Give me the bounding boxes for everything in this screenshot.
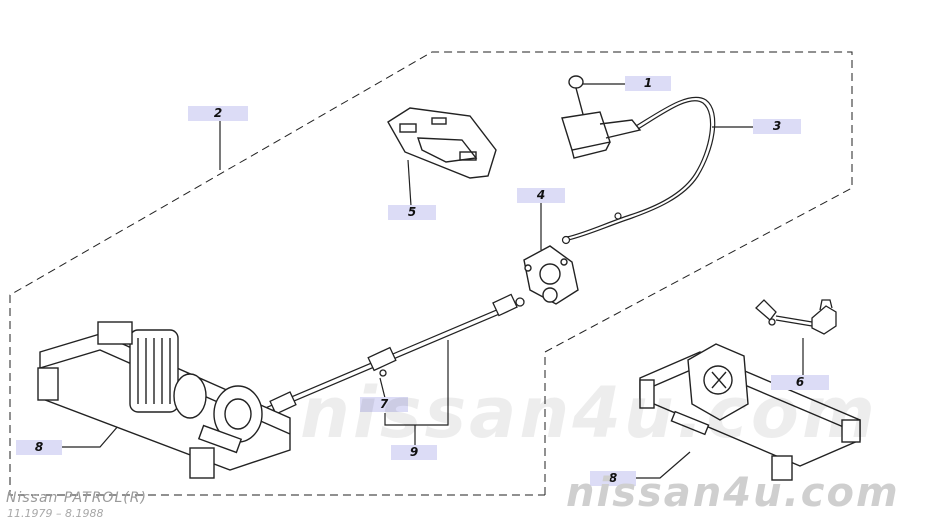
leader-lines: [62, 83, 804, 479]
switch-bracket: [755, 299, 837, 335]
callout-6: 6: [771, 375, 829, 390]
model-name: Nissan PATROL(R): [6, 490, 147, 506]
watermark-brand: nissan4u.com: [566, 470, 900, 516]
model-years: 11.1979 – 8.1988: [7, 507, 104, 520]
watermark-center: nissan4u.com: [300, 372, 878, 454]
callout-5: 5: [388, 205, 436, 220]
shift-lever: [561, 75, 642, 159]
callout-9: 9: [391, 445, 437, 460]
callout-1: 1: [625, 76, 671, 91]
callout-3: 3: [753, 119, 801, 134]
callout-8-right: 8: [590, 471, 636, 486]
winch-left: [37, 321, 291, 479]
callout-8-left: 8: [16, 440, 62, 455]
winch-right: [639, 343, 861, 481]
callout-7: 7: [360, 397, 408, 412]
drive-shaft: [260, 293, 525, 415]
control-box: [523, 245, 579, 305]
callout-4: 4: [517, 188, 565, 203]
control-cable: [561, 96, 716, 245]
assembly-boundary: [9, 51, 853, 496]
plate-gasket: [387, 107, 497, 179]
callout-2: 2: [188, 106, 248, 121]
